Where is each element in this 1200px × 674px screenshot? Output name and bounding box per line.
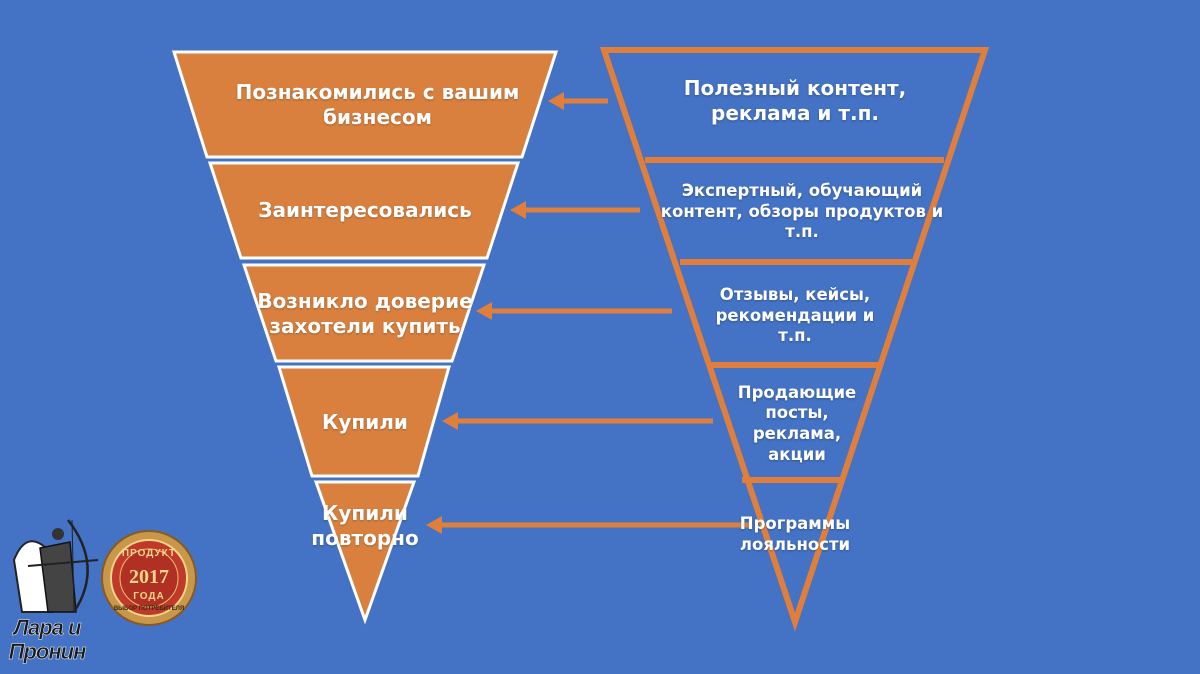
right-stage-2-label: Экспертный, обучающий контент, обзоры пр… [660, 181, 944, 242]
right-funnel-outline [599, 47, 990, 632]
archer-figures-icon [12, 519, 99, 613]
right-stage-1-label: Полезный контент, реклама и т.п. [683, 76, 907, 125]
arrow-2 [510, 201, 640, 219]
right-stage-4-label: Продающие посты, реклама, акции [737, 382, 857, 464]
right-stage-5-label: Программы лояльности [739, 514, 851, 554]
product-of-year-badge-icon [101, 530, 197, 626]
left-stage-3-label: Возникло доверие захотели купить [257, 289, 473, 338]
left-stage-3-shape [241, 263, 487, 363]
left-stage-2-shape [207, 161, 521, 260]
left-stage-4-label: Купили [322, 409, 408, 434]
right-stage-3-label: Отзывы, кейсы, рекомендации и т.п. [715, 285, 875, 346]
left-stage-2-label: Заинтересовались [258, 197, 472, 222]
brand-logo-text: Лара и Пронин [4, 615, 90, 664]
badge-ring-text: ВЫБОР ПОТРЕБИТЕЛЯ [113, 606, 185, 612]
badge-top-text: ПРОДУКТ [121, 548, 177, 559]
left-stage-1-label: Познакомились с вашим бизнесом [235, 80, 520, 129]
brand-line-1: Лара и [13, 615, 81, 640]
arrow-1 [548, 92, 608, 110]
left-stage-5-label: Купили повторно [311, 501, 419, 550]
left-stage-4-shape [276, 365, 451, 478]
arrow-4 [442, 412, 713, 430]
brand-line-2: Пронин [8, 639, 86, 664]
badge-year: 2017 [129, 566, 169, 588]
arrow-5 [426, 516, 750, 534]
left-stage-1-shape [171, 50, 559, 159]
left-stage-5-shape [313, 480, 417, 625]
badge-bottom-text: ГОДА [133, 591, 165, 602]
arrow-3 [476, 302, 672, 320]
